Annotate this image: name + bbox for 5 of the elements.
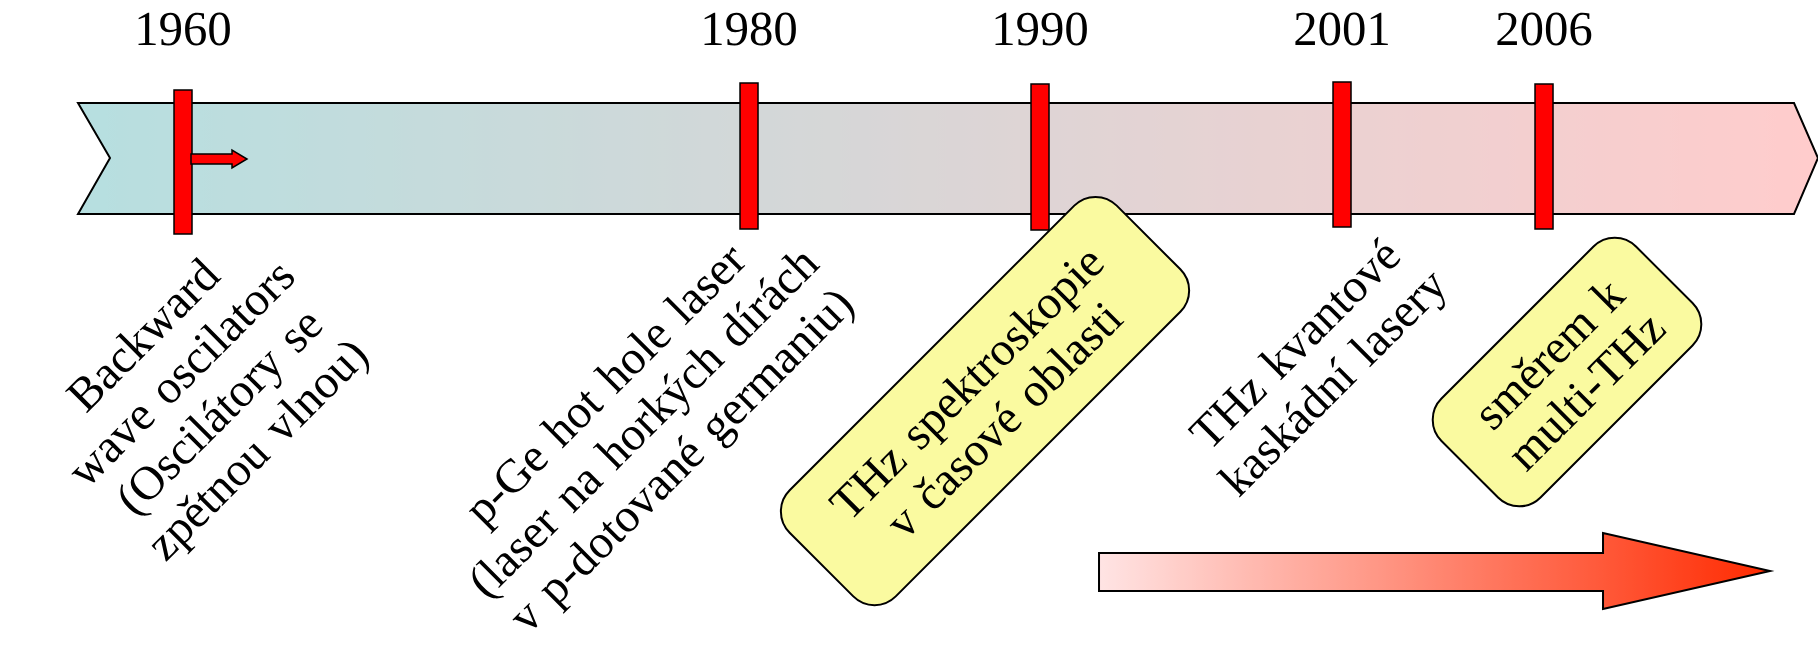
year-label: 1980 (704, 12, 796, 46)
year-label: 1990 (995, 12, 1087, 46)
year-label: 2006 (1497, 12, 1592, 46)
year-label: 1960 (138, 12, 230, 46)
year-label: 2001 (1295, 12, 1388, 46)
